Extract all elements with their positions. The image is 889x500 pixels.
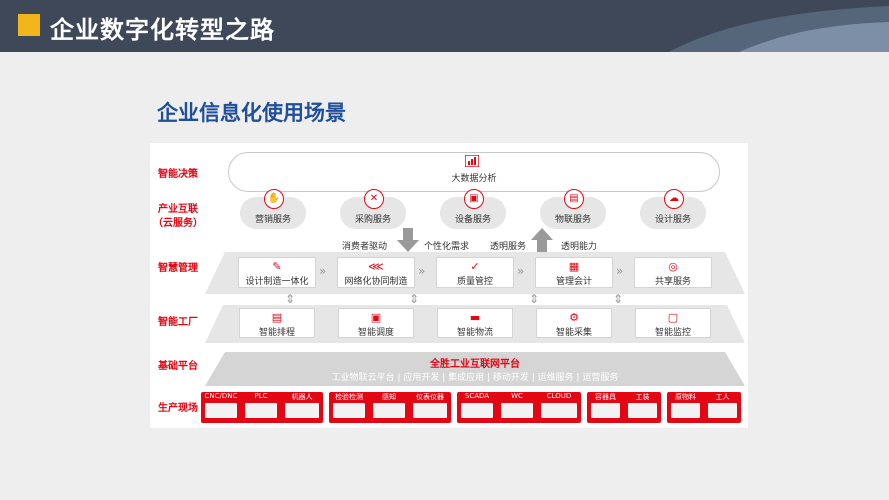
iot-icon: ▤: [564, 189, 584, 209]
target-icon: ◎: [668, 260, 678, 273]
field-item-instrument: 仪表仪器: [409, 392, 451, 422]
platform-band: [205, 352, 745, 386]
cloud-service-procurement: ✕采购服务: [340, 189, 406, 229]
updown-arrow-icon: ⇕: [285, 292, 296, 306]
gear-icon: ⚙: [569, 311, 579, 324]
handshake-icon: ✋: [264, 189, 284, 209]
device-icon: ▣: [464, 189, 484, 209]
field-item-worker: 工人: [704, 392, 741, 422]
cloud-service-design: ☁设计服务: [640, 189, 706, 229]
page-title: 企业数字化转型之路: [50, 16, 275, 44]
row-label-platform: 基础平台: [158, 361, 198, 372]
note-personalized-demand: 个性化需求: [424, 242, 470, 252]
mgmt-quality-control: ✓质量管控: [436, 257, 514, 288]
field-item-cloud: CLOUD: [537, 392, 581, 422]
platform-items: 工业物联云平台 | 应用开发 | 集成应用 | 移动开发 | 运维服务 | 运营…: [331, 373, 619, 383]
schedule-icon: ▤: [271, 311, 283, 324]
mgmt-accounting: ▦管理会计: [535, 257, 613, 288]
bigdata-cloud: 大数据分析: [228, 152, 720, 192]
field-item-robot: 机器人: [281, 392, 323, 422]
mgmt-shared-service: ◎共享服务: [634, 257, 712, 288]
factory-monitoring: ▢智能监控: [635, 308, 711, 338]
field-item-wc: WC: [497, 392, 537, 422]
header-wave-decoration: [669, 6, 889, 52]
field-item-cnc: CNC/DNC: [201, 392, 241, 422]
field-item-container: 容器具: [587, 392, 624, 422]
bigdata-label: 大数据分析: [451, 174, 497, 184]
chevron-right-icon: »: [418, 264, 426, 278]
field-group-inspection: 检验检测 感知 仪表仪器: [329, 392, 451, 423]
truck-icon: ▬: [469, 311, 481, 324]
field-item-inspection: 检验检测: [329, 392, 369, 422]
note-transparent-capacity: 透明能力: [561, 242, 598, 252]
down-arrow-icon: [397, 228, 419, 252]
platform-title: 全胜工业互联网平台: [430, 359, 520, 370]
row-label-factory: 智能工厂: [158, 317, 198, 328]
row-label-decision: 智能决策: [158, 169, 198, 180]
field-item-scada: SCADA: [457, 392, 497, 422]
row-label-field: 生产现场: [158, 403, 198, 414]
header-bar: 企业数字化转型之路: [0, 0, 889, 52]
cloud-service-iot: ▤物联服务: [540, 189, 606, 229]
field-group-equipment: CNC/DNC PLC 机器人: [201, 392, 323, 423]
field-item-sensing: 感知: [369, 392, 409, 422]
field-item-plc: PLC: [241, 392, 281, 422]
factory-logistics: ▬智能物流: [437, 308, 513, 338]
bar-chart-icon: [465, 155, 479, 167]
chevron-right-icon: »: [517, 264, 525, 278]
shield-check-icon: ✓: [470, 260, 480, 273]
updown-arrow-icon: ⇕: [529, 292, 540, 306]
field-item-material: 原物料: [667, 392, 704, 422]
chevron-right-icon: »: [319, 264, 327, 278]
row-label-industry-line1: 产业互联: [158, 204, 198, 215]
monitor-icon: ▢: [667, 311, 679, 324]
factory-dispatch: ▣智能调度: [338, 308, 414, 338]
grid-icon: ▦: [568, 260, 580, 273]
field-item-fixture: 工装: [624, 392, 661, 422]
mgmt-design-manufacture: ✎设计制造一体化: [238, 257, 316, 288]
row-label-management: 智慧管理: [158, 263, 198, 274]
updown-arrow-icon: ⇕: [613, 292, 624, 306]
mgmt-network-collaboration: ⋘网络化协同制造: [337, 257, 415, 288]
row-label-industry: 产业互联 （云服务）: [150, 203, 206, 231]
field-group-systems: SCADA WC CLOUD: [457, 392, 581, 423]
field-group-containers: 容器具 工装: [587, 392, 661, 423]
cloud-icon: ☁: [664, 189, 684, 209]
chevron-right-icon: »: [616, 264, 624, 278]
row-label-industry-line2: （云服务）: [153, 218, 203, 229]
cloud-service-device: ▣设备服务: [440, 189, 506, 229]
section-subtitle: 企业信息化使用场景: [157, 101, 346, 125]
factory-collection: ⚙智能采集: [536, 308, 612, 338]
factory-scheduling: ▤智能排程: [239, 308, 315, 338]
cloud-service-marketing: ✋营销服务: [240, 189, 306, 229]
up-arrow-icon: [531, 228, 553, 252]
pencil-icon: ✎: [272, 260, 282, 273]
field-group-materials: 原物料 工人: [667, 392, 741, 423]
tools-icon: ✕: [364, 189, 384, 209]
title-square-icon: [18, 14, 40, 36]
updown-arrow-icon: ⇕: [409, 292, 420, 306]
note-consumer-driven: 消费者驱动: [342, 242, 388, 252]
dispatch-icon: ▣: [370, 311, 382, 324]
share-icon: ⋘: [368, 260, 384, 273]
note-transparent-service: 透明服务: [490, 242, 527, 252]
